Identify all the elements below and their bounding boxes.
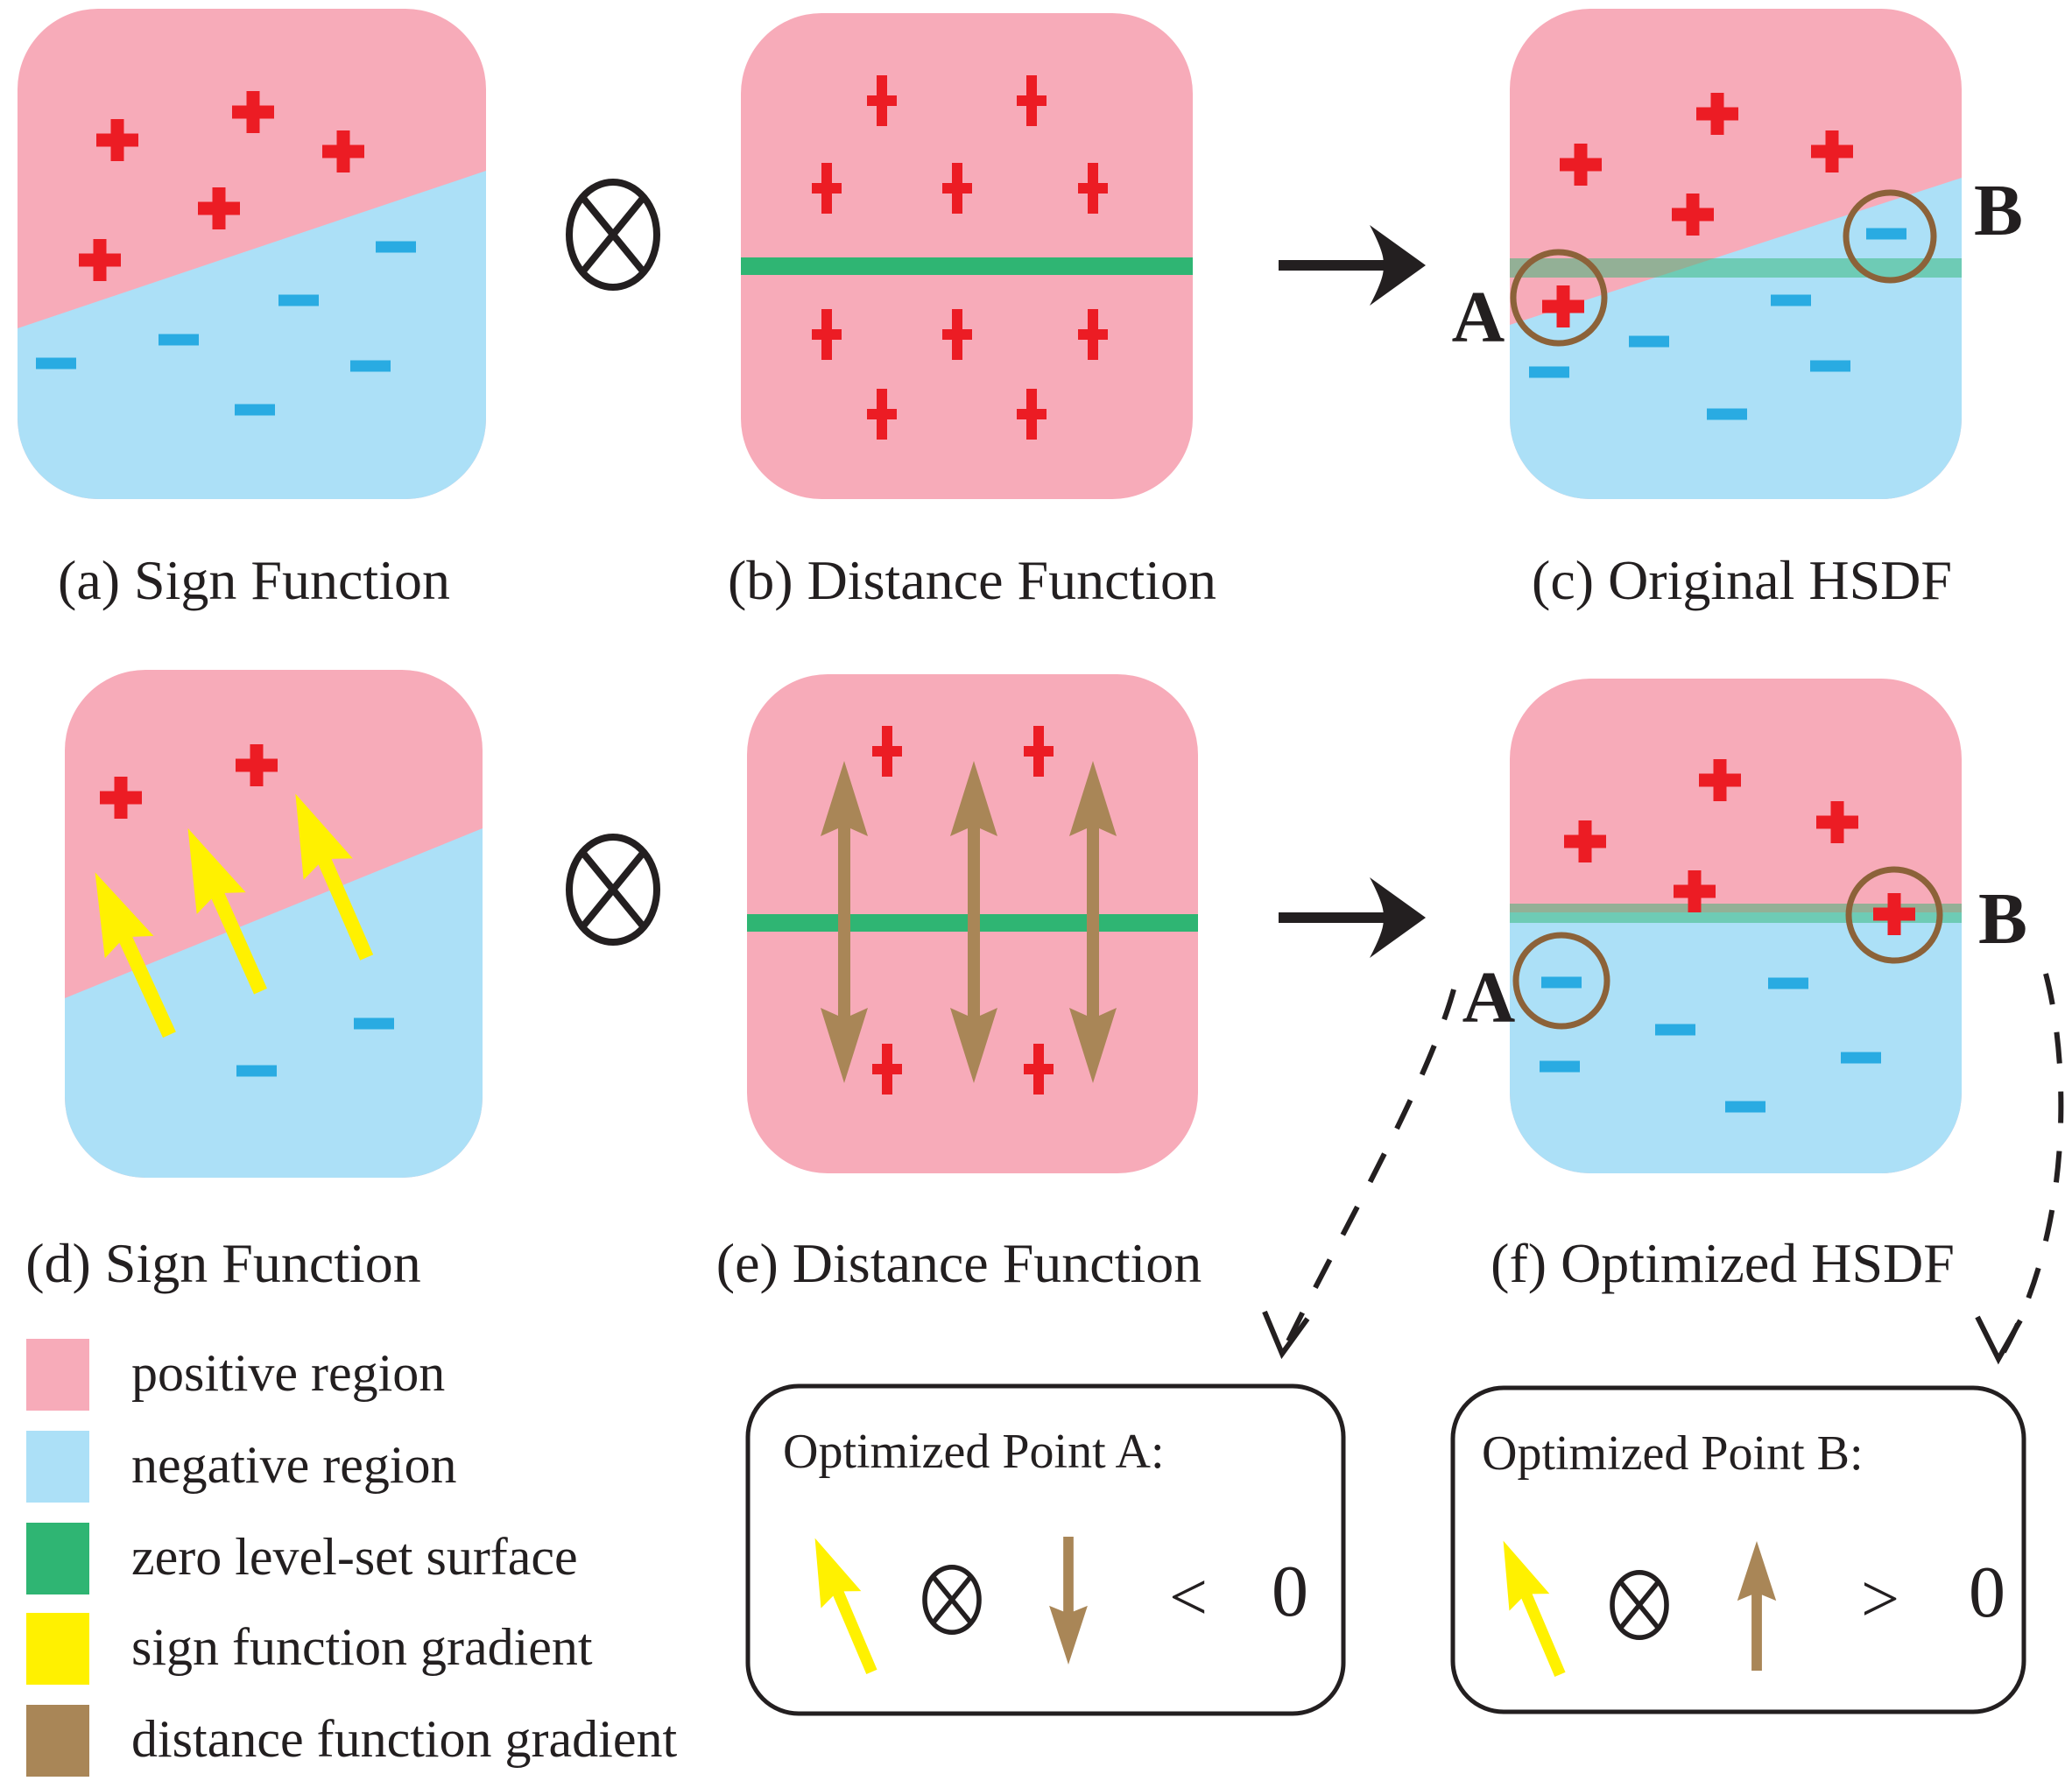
panel-f-optimized-hsdf [1510,679,1962,1173]
callout-b-relation: > [1861,1560,1899,1637]
minus-icon [1771,294,1811,306]
legend-label-distance-gradient: distance function gradient [131,1710,678,1768]
minus-icon-point-a [1541,976,1582,989]
callout-a-relation: < [1169,1559,1208,1635]
legend-swatch-positive [26,1339,89,1411]
tensor-product-icon [569,182,657,287]
panel-d-sign-function [65,670,483,1178]
point-circle-icon-b [1843,189,1937,284]
caption-panel-b: (b) Distance Function [727,549,1217,611]
legend-label-negative-region: negative region [131,1436,457,1494]
minus-icon [1529,366,1569,378]
callout-b-value: 0 [1969,1552,2005,1633]
callout-box-a [745,1383,1346,1716]
dashed-callout-arrow-icon [1283,989,1456,1348]
legend-label-zero-level-set: zero level-set surface [131,1528,578,1586]
minus-icon [1707,408,1747,420]
minus-icon [1540,1060,1580,1073]
minus-icon [278,294,319,306]
arrowhead-icon [1975,1315,2023,1365]
legend-label-sign-gradient: sign function gradient [131,1618,593,1676]
positive-region [741,13,1193,499]
minus-icon [36,357,76,370]
minus-icon [1841,1052,1881,1064]
point-circle-icon-a [1512,932,1610,1030]
callout-box-b [1450,1385,2026,1714]
dashed-callout-arrow-icon [2001,973,2064,1354]
callout-box-a-border [745,1383,1346,1716]
arrowhead-icon [1262,1310,1310,1360]
minus-icon [235,404,275,416]
zero-level-set-band [741,257,1193,275]
legend-swatch-negative [26,1431,89,1503]
legend-swatch-sign-gradient [26,1613,89,1685]
legend-swatches [26,1339,89,1777]
minus-icon [1725,1101,1765,1113]
point-label-a-panel-f: A [1462,957,1516,1038]
minus-icon [1629,335,1669,348]
negative-region [1510,912,1962,1173]
minus-icon [350,360,391,372]
caption-panel-a: (a) Sign Function [58,549,450,611]
tensor-product-icon [569,837,657,942]
minus-icon [236,1065,277,1077]
callout-a-value: 0 [1272,1551,1308,1632]
minus-icon-point-b [1866,228,1906,240]
minus-icon [354,1017,394,1030]
panel-e-distance-function [747,674,1198,1173]
panel-b-distance-function [741,13,1193,499]
arrow-right-icon [1279,225,1426,306]
callout-box-b-border [1450,1385,2026,1714]
arrow-right-icon [1279,877,1426,958]
panel-c-original-hsdf [1510,9,1962,499]
minus-icon [376,241,416,253]
minus-icon [1810,360,1850,372]
caption-panel-d: (d) Sign Function [25,1232,421,1294]
minus-icon [159,334,199,346]
panel-a-sign-function [18,9,486,499]
zero-level-set-band [1510,258,1962,278]
legend-label-positive-region: positive region [131,1344,446,1402]
minus-icon [1655,1024,1695,1036]
negative-region [18,171,486,499]
point-label-b-panel-f: B [1977,878,2028,960]
legend-swatch-distance-gradient [26,1705,89,1777]
point-circle-icon-b [1845,866,1943,964]
point-label-b-panel-c: B [1973,170,2024,251]
caption-panel-c: (c) Original HSDF [1532,549,1952,611]
callout-b-title: Optimized Point B: [1482,1426,1864,1481]
minus-icon [1768,977,1808,989]
point-circle-icon-a [1510,249,1608,347]
caption-panel-f: (f) Optimized HSDF [1491,1232,1955,1294]
legend-swatch-zero-level [26,1523,89,1594]
negative-region [65,828,483,1178]
callout-a-title: Optimized Point A: [783,1425,1165,1479]
caption-panel-e: (e) Distance Function [715,1232,1202,1294]
point-label-a-panel-c: A [1451,277,1505,358]
dashed-callout-arrows [1262,973,2064,1365]
